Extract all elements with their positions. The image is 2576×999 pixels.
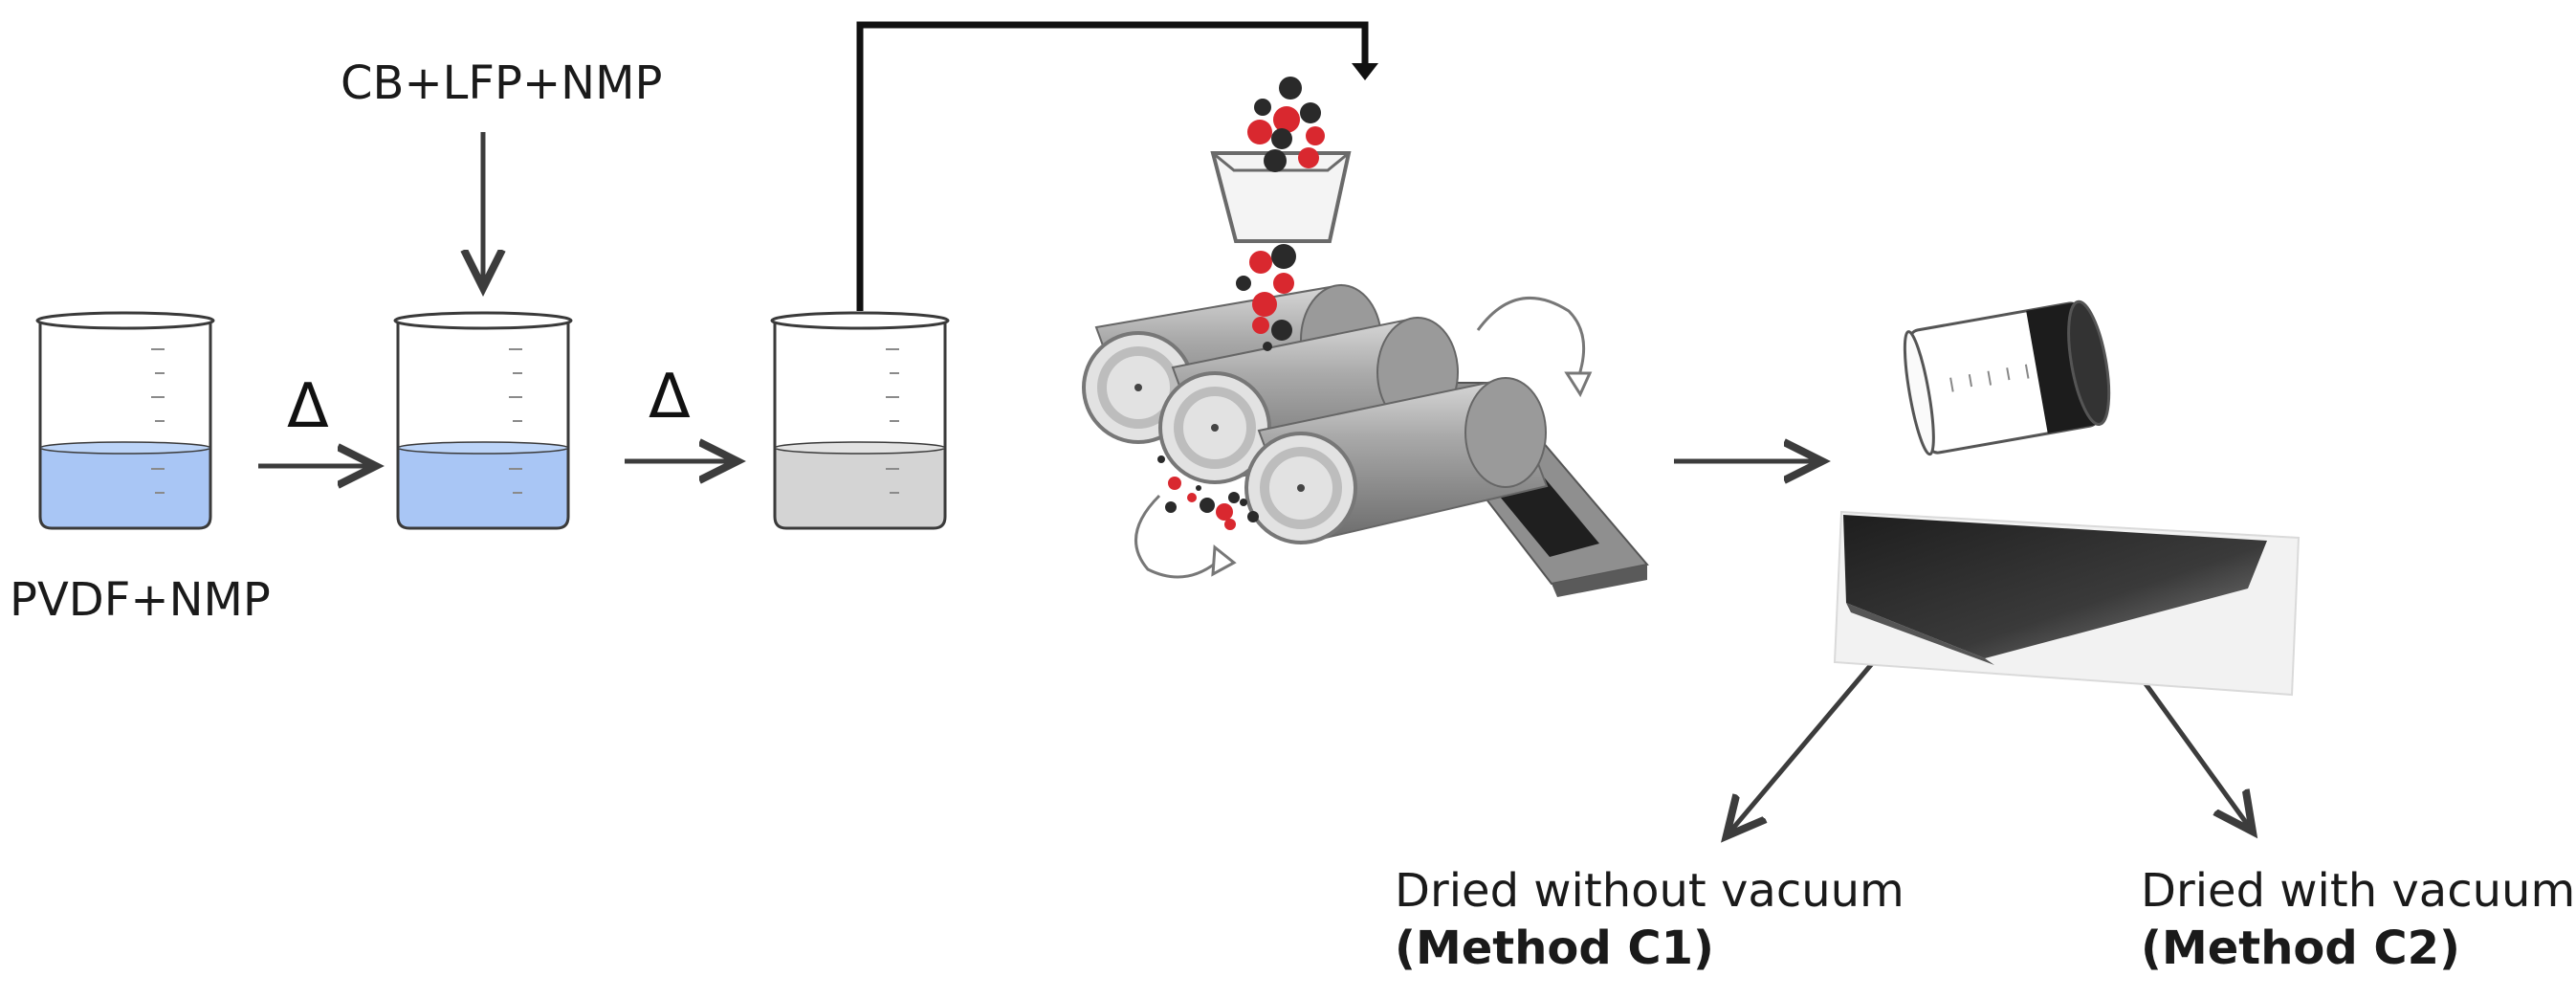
beaker-3 — [770, 311, 950, 530]
heat-symbol-1: Δ — [287, 371, 329, 442]
particles — [1157, 77, 1325, 530]
label-c1-method: (Method C1) — [1395, 921, 1714, 975]
heat-symbol-2: Δ — [649, 362, 691, 433]
beaker-1 — [35, 311, 215, 530]
roll-3 — [1244, 377, 1549, 545]
transfer-arrowhead — [1352, 63, 1378, 80]
beaker-2-liquid — [397, 447, 569, 529]
rotation-arrow-left — [1134, 494, 1221, 579]
label-top-input: CB+LFP+NMP — [341, 56, 663, 110]
electrode-film-photo — [1833, 510, 2301, 697]
beaker-3-liquid — [774, 447, 946, 529]
label-c1-description: Dried without vacuum — [1395, 864, 1904, 918]
beaker-2 — [393, 311, 573, 530]
transfer-line — [856, 21, 1369, 311]
label-c2-description: Dried with vacuum — [2141, 864, 2576, 918]
arrow-to-c1 — [1729, 658, 1877, 832]
label-c2-method: (Method C2) — [2141, 921, 2460, 975]
drying-beaker — [1903, 300, 2111, 456]
three-roll-mill — [1082, 283, 1649, 597]
label-bottom-input: PVDF+NMP — [10, 573, 271, 627]
rotation-arrow-right — [1476, 296, 1586, 379]
beaker-1-liquid — [39, 447, 211, 529]
